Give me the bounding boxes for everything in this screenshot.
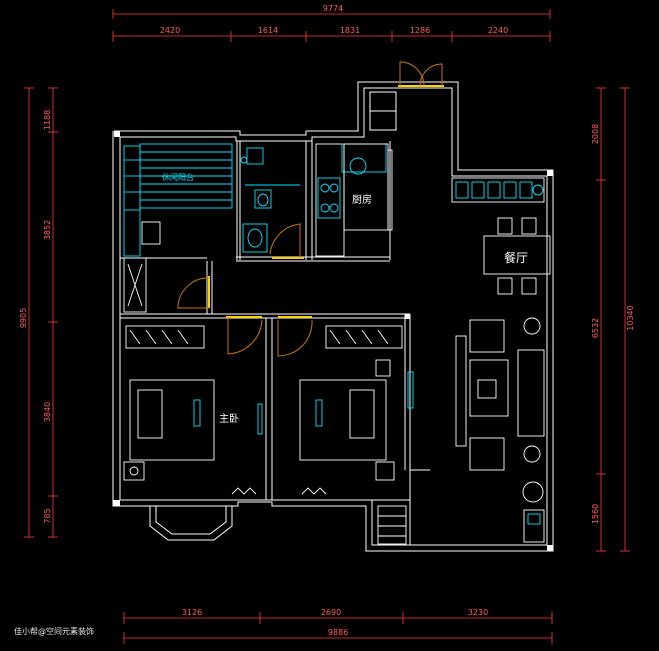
second-door-swing [277, 319, 313, 357]
dim-bottom-2: 2690 [321, 608, 341, 617]
furniture [123, 143, 551, 545]
wall-fills [113, 131, 553, 551]
wardrobe-left [123, 145, 141, 257]
upper-cabinets [451, 177, 545, 203]
dimension-lines [24, 9, 630, 644]
dim-left-1: 1188 [43, 110, 52, 130]
dim-top-4: 1286 [410, 26, 430, 35]
dim-top-5: 2240 [488, 26, 508, 35]
dim-right-3: 1560 [591, 504, 600, 524]
doors [177, 61, 444, 357]
kitchen-fixtures [315, 143, 393, 257]
dim-left-4: 785 [43, 508, 52, 523]
dining-table [483, 217, 551, 295]
dining-label: 餐厅 [504, 250, 528, 265]
bathroom-door-swing [269, 223, 301, 258]
kitchen-label: 厨房 [352, 193, 372, 206]
dim-bottom-total: 9886 [328, 628, 348, 637]
dim-bottom-1: 3126 [182, 608, 202, 617]
dim-bottom-3: 3230 [468, 608, 488, 617]
dim-right-1: 2008 [591, 124, 600, 144]
master-bedroom-label: 主卧 [219, 412, 239, 425]
second-bed [299, 325, 414, 481]
dim-top-2: 1614 [258, 26, 278, 35]
dim-right-total: 10340 [626, 305, 635, 330]
master-door-swing [227, 317, 263, 355]
balcony-label: 休闲阳台 [162, 172, 194, 182]
balcony-fixtures [377, 481, 545, 545]
walls [112, 81, 554, 552]
study-desk [139, 143, 233, 209]
dim-left-3: 3840 [43, 402, 52, 422]
dim-top-3: 1831 [340, 26, 360, 35]
entry-door-swing [399, 61, 425, 87]
dim-left-2: 3852 [43, 220, 52, 240]
shoe-cabinet [123, 257, 147, 313]
bedroom-rugs [231, 487, 327, 495]
dim-right-2: 6532 [591, 318, 600, 338]
dim-left-total: 9905 [19, 308, 28, 328]
dim-top-1: 2420 [160, 26, 180, 35]
bathroom-fixtures [240, 147, 300, 253]
dim-top-total: 9774 [323, 4, 343, 13]
living-room-set [455, 317, 545, 471]
dimension-labels: 9774 2420 1614 1831 1286 2240 9905 1188 … [19, 4, 635, 637]
room-labels: 休闲阳台 厨房 餐厅 主卧 [162, 172, 528, 425]
watermark: 佳小帮@空间元素装饰 [14, 627, 94, 636]
master-bed [123, 325, 263, 481]
